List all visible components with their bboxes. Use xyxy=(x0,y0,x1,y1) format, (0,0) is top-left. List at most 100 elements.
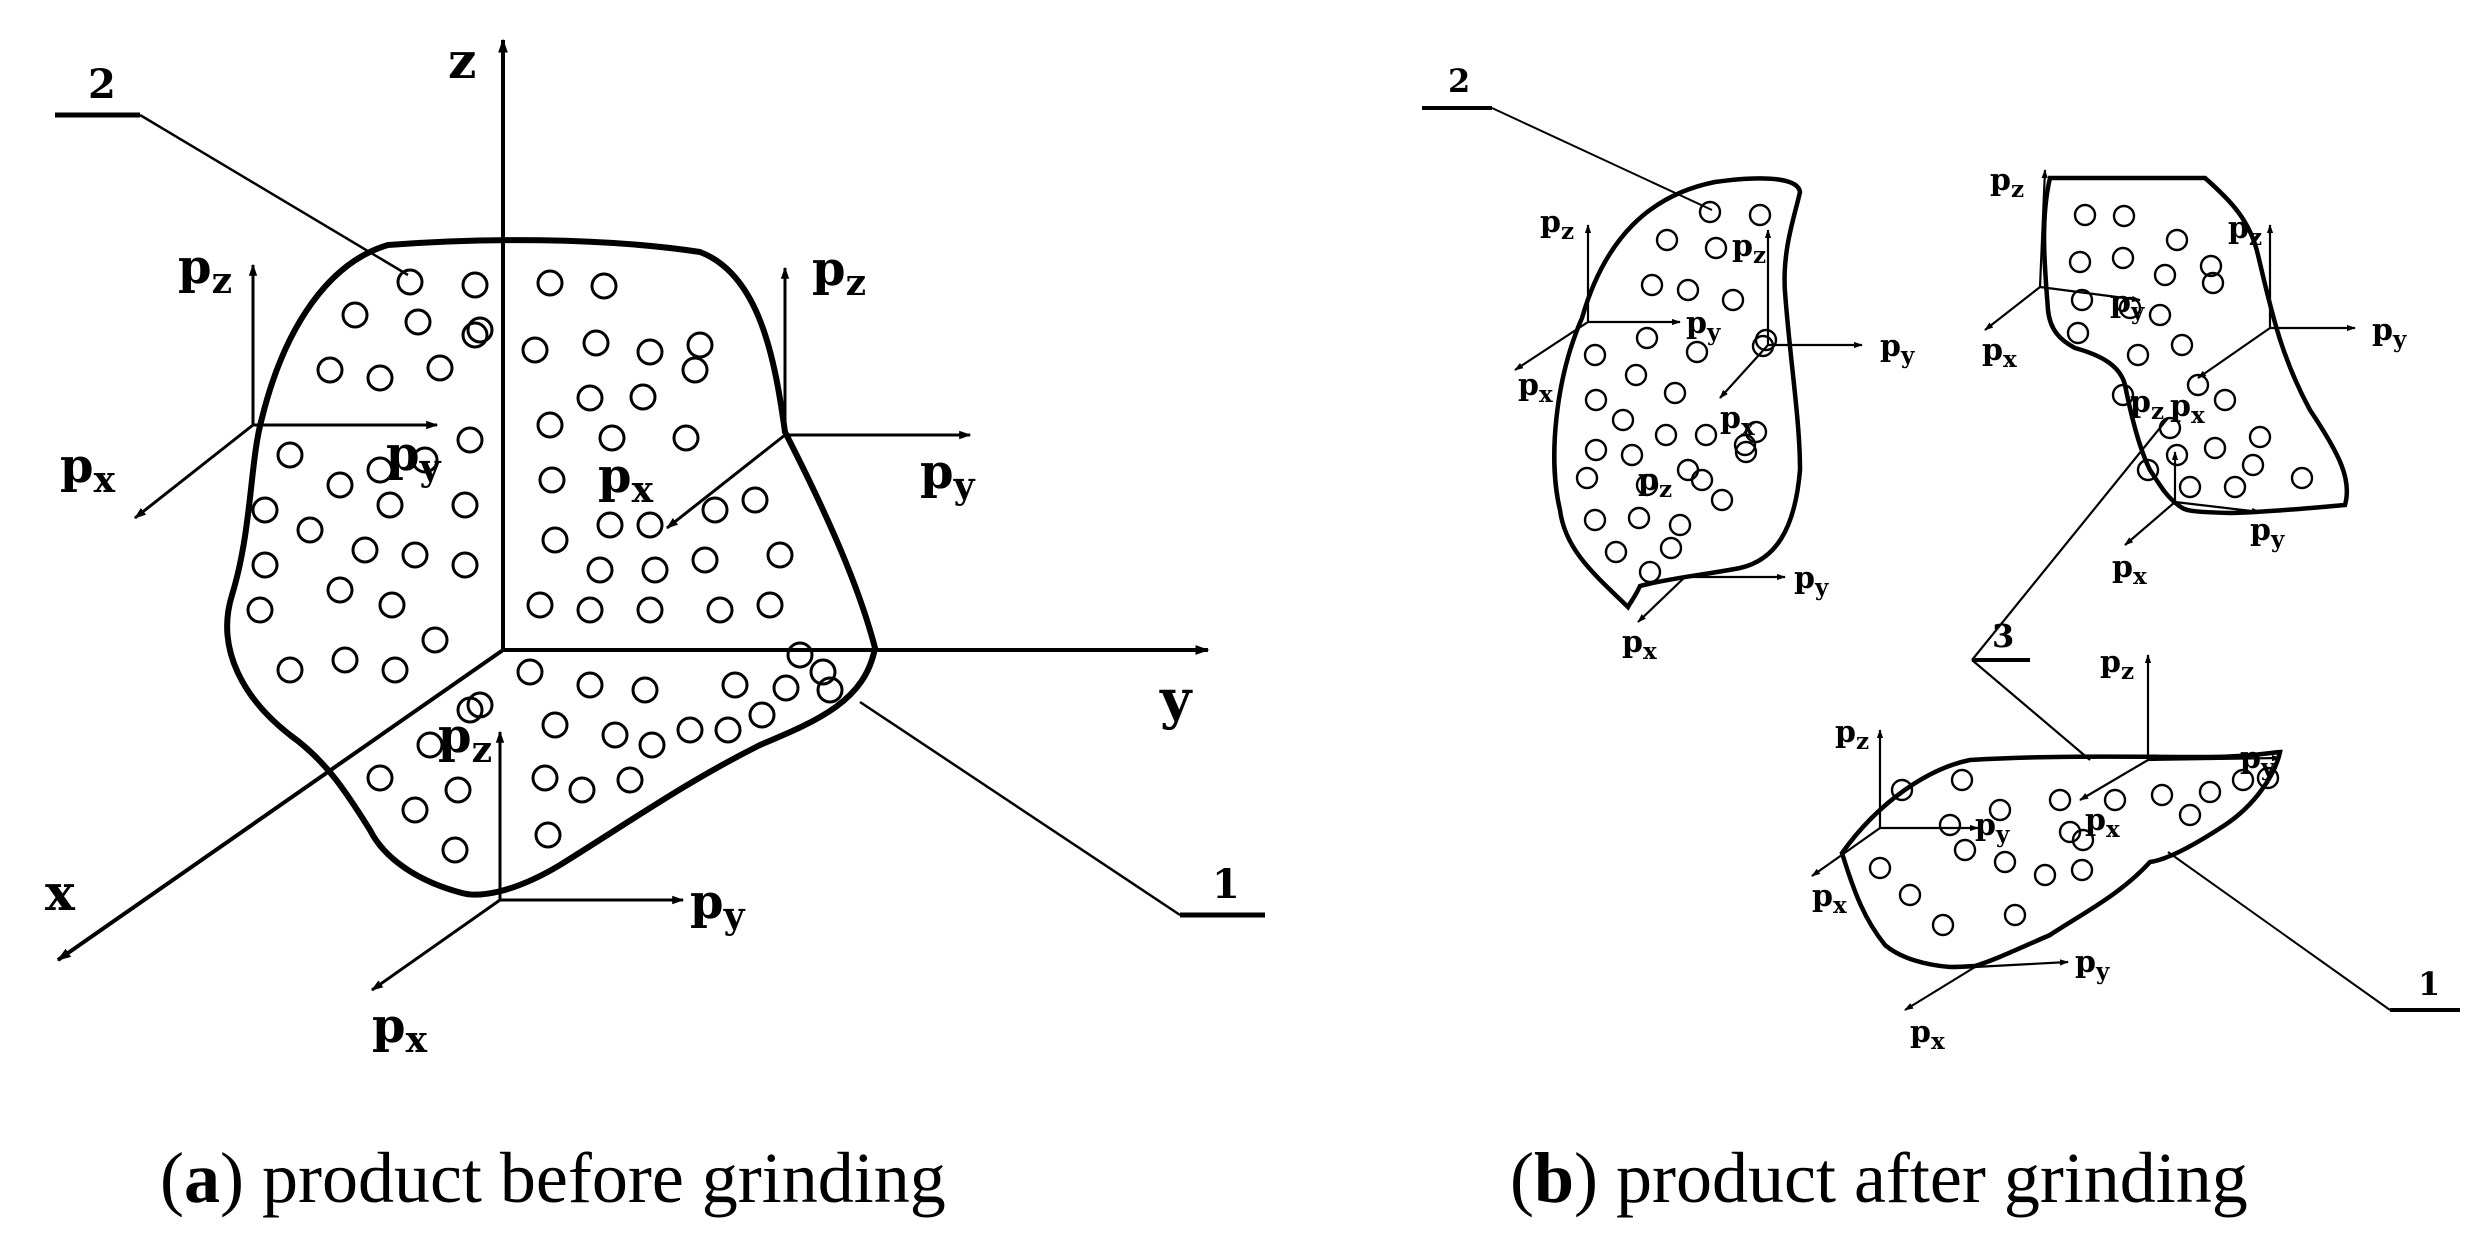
grain-circle xyxy=(2170,333,2194,357)
grain-circle xyxy=(596,511,624,539)
grain-circle xyxy=(401,796,429,824)
grain-circle xyxy=(411,446,439,474)
grain-circle xyxy=(351,536,379,564)
grain-circle xyxy=(536,411,564,439)
leader-line-1 xyxy=(2167,851,2391,1011)
grain-circle xyxy=(366,764,394,792)
grain-circle xyxy=(2073,203,2097,227)
grain-circle xyxy=(526,591,554,619)
grain-circle xyxy=(541,526,569,554)
grain-circle xyxy=(2048,788,2072,812)
py-label: py xyxy=(690,874,746,937)
grain-circle xyxy=(636,596,664,624)
x-axis xyxy=(56,648,505,962)
grain-circle xyxy=(461,271,489,299)
grain-circle xyxy=(706,596,734,624)
force-arrow xyxy=(1719,344,1769,399)
pz-label: pz xyxy=(178,239,232,302)
px-label: px xyxy=(1910,1015,1945,1055)
grain-circle xyxy=(2165,228,2189,252)
grain-circle xyxy=(748,701,776,729)
pz-label: pz xyxy=(2130,385,2164,425)
px-label: px xyxy=(2085,803,2120,843)
grain-circle xyxy=(456,696,484,724)
grain-circle xyxy=(2148,303,2172,327)
grain-circle xyxy=(521,336,549,364)
grain-circle xyxy=(1640,273,1664,297)
py-label: py xyxy=(1880,329,1915,369)
connector-line-3 xyxy=(1971,659,2091,761)
force-arrow xyxy=(1984,286,2041,331)
grain-circle xyxy=(1938,813,1962,837)
grain-circle xyxy=(1611,408,1635,432)
py-label: py xyxy=(1794,561,1829,601)
grain-circle xyxy=(2003,903,2027,927)
grain-circle xyxy=(1694,423,1718,447)
grain-circle xyxy=(1931,913,1955,937)
grain-circle xyxy=(444,776,472,804)
grain-circle xyxy=(638,731,666,759)
grain-circle xyxy=(451,551,479,579)
grain-circle xyxy=(326,576,354,604)
grain-circle xyxy=(2201,271,2225,295)
panel-a-before-grinding: z y x 2 1 pz py px pz py px xyxy=(45,31,1265,1061)
grain-circle xyxy=(756,591,784,619)
grain-circle xyxy=(456,426,484,454)
grain-circle xyxy=(426,354,454,382)
grain-circle xyxy=(1751,334,1775,358)
grain-circle xyxy=(681,356,709,384)
fragment-outline xyxy=(2041,175,2350,516)
grain-circle xyxy=(1584,388,1608,412)
force-arrow xyxy=(2147,754,2281,762)
y-axis-label: y xyxy=(1159,667,1193,731)
grain-circle xyxy=(616,766,644,794)
grain-circle xyxy=(534,821,562,849)
grain-circle xyxy=(2290,466,2314,490)
grain-circle xyxy=(2070,858,2094,882)
grain-circle xyxy=(1744,420,1768,444)
py-label: py xyxy=(2075,945,2110,985)
px-label: px xyxy=(2112,550,2147,590)
grain-circle xyxy=(2165,443,2189,467)
grain-circle xyxy=(1655,228,1679,252)
leader-line-2 xyxy=(1491,107,1713,211)
grain-circle xyxy=(1575,466,1599,490)
grain-circle xyxy=(1583,343,1607,367)
pz-label: pz xyxy=(1990,163,2024,203)
grain-circle xyxy=(1583,508,1607,532)
grain-circle xyxy=(366,456,394,484)
px-label: px xyxy=(1518,368,1553,408)
grain-circle xyxy=(246,596,274,624)
grain-circle xyxy=(2068,250,2092,274)
grain-circle xyxy=(2213,388,2237,412)
grain-circle xyxy=(1988,798,2012,822)
grain-circle xyxy=(2231,768,2255,792)
grain-circle xyxy=(1654,423,1678,447)
py-label: py xyxy=(2250,513,2285,553)
grain-circle xyxy=(2186,373,2210,397)
grain-circle xyxy=(631,676,659,704)
grain-circle xyxy=(1734,440,1758,464)
force-arrow xyxy=(1904,966,1976,1011)
force-arrow xyxy=(1637,576,1686,623)
grain-circle xyxy=(536,269,564,297)
force-arrow xyxy=(2038,169,2048,288)
callout-2-label: 2 xyxy=(1448,62,1470,100)
grain-circle xyxy=(1620,443,1644,467)
grain-circle xyxy=(772,674,800,702)
callout-1-label: 1 xyxy=(1212,861,1240,908)
px-label: px xyxy=(598,448,654,511)
force-arrow xyxy=(1811,827,1881,877)
grain-circle xyxy=(809,658,837,686)
grain-circle xyxy=(2178,803,2202,827)
grain-circle xyxy=(451,491,479,519)
fragment-outline xyxy=(1552,176,1803,611)
grain-circle xyxy=(276,441,304,469)
fragment-outline xyxy=(1839,749,2283,970)
grain-circle xyxy=(378,591,406,619)
grain-circle xyxy=(531,764,559,792)
grain-circle xyxy=(538,466,566,494)
force-arrow xyxy=(1974,959,2069,969)
grain-circle xyxy=(1676,278,1700,302)
grain-circle xyxy=(641,556,669,584)
